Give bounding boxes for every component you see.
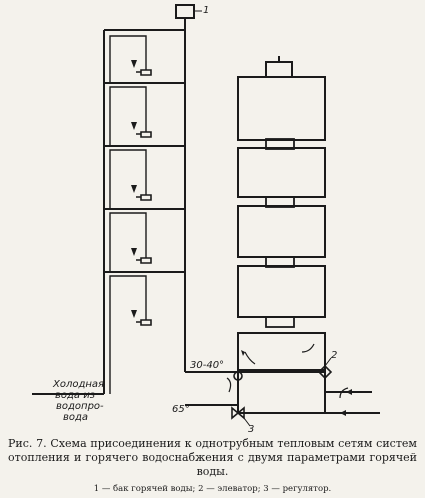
flow-arrows [226,343,362,414]
regulator-valve [231,406,245,420]
cold-water-label-line-4: вода [63,412,89,423]
floor-fixtures [109,35,147,394]
radiator-1 [237,76,326,141]
regulator-leader-line [243,417,251,427]
marker-regulator: 3 [248,424,255,435]
supply-temperature-label: 30-40° [190,360,225,371]
radiator-3 [237,205,326,258]
heating-scheme-diagram [32,4,380,427]
flow-arrowheads [241,350,352,416]
elevator-leader-line [324,357,332,367]
marker-elevator: 2 [331,350,338,361]
lower-manifold [237,332,326,371]
elevator-device [317,364,333,380]
flow-arrow-markers [131,60,137,318]
cold-water-label-line-3: водопро- [56,401,104,412]
figure-legend: 1 — бак горячей воды; 2 — элеватор; 3 — … [93,484,332,494]
water-taps [136,69,152,326]
return-temperature-label: 65° [172,404,190,415]
radiator-4 [237,265,326,318]
air-collector [265,61,293,78]
radiator-2 [237,147,326,198]
mixing-tee [233,371,243,381]
marker-tank: 1 [203,5,210,16]
figure-caption: Рис. 7. Схема присоединения к однотрубны… [8,437,417,478]
cold-water-label-line-2: вода из [55,390,96,401]
hot-water-tank [175,4,195,19]
floor-loops [104,82,185,273]
cold-water-label-line-1: Холодная [53,379,105,390]
radiator-connectors [265,138,295,328]
